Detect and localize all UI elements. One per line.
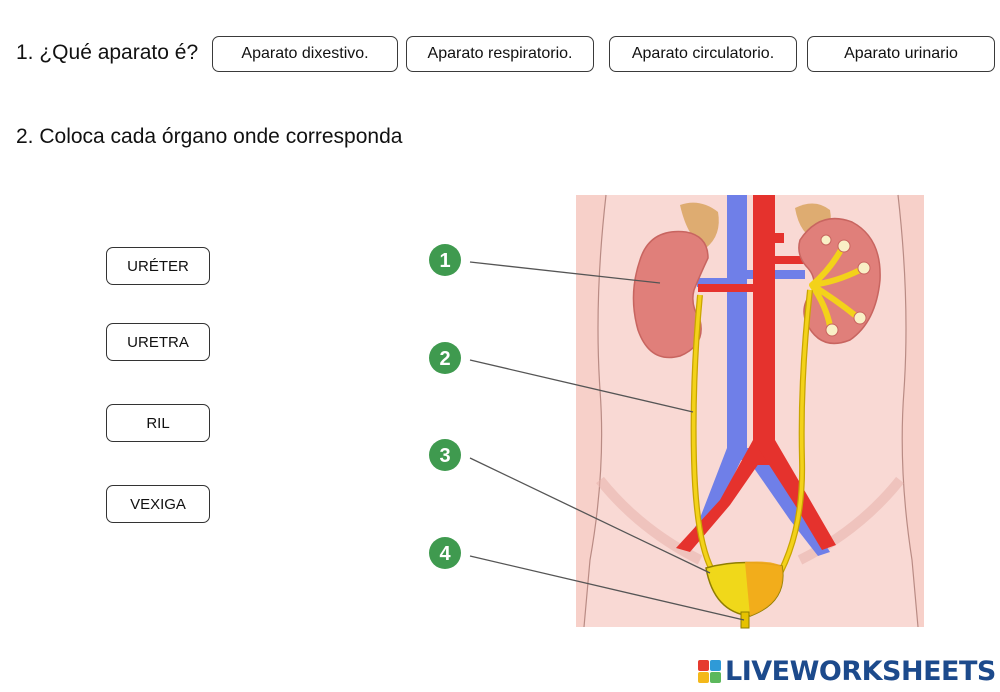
- urethra: [740, 611, 750, 629]
- question-1-label: 1. ¿Qué aparato é?: [16, 41, 199, 64]
- leader-line-1: [469, 261, 661, 284]
- svg-text:4: 4: [439, 543, 451, 565]
- liveworksheets-logo-icon: [698, 659, 721, 683]
- question-2-label: 2. Coloca cada órgano onde corresponda: [16, 125, 403, 148]
- option-digestive-button[interactable]: Aparato dixestivo.: [212, 36, 398, 72]
- option-respiratory-button[interactable]: Aparato respiratorio.: [406, 36, 594, 72]
- vena-cava: [688, 195, 830, 556]
- drag-label-uretra[interactable]: URETRA: [106, 323, 210, 361]
- left-kidney: [632, 230, 709, 359]
- drag-label-vexiga[interactable]: VEXIGA: [106, 485, 210, 523]
- option-urinary-button[interactable]: Aparato urinario: [807, 36, 995, 72]
- leader-line-2: [469, 359, 694, 413]
- leader-line-4: [469, 555, 745, 621]
- bladder: [705, 561, 784, 617]
- right-kidney: [798, 217, 881, 345]
- leader-line-3: [469, 457, 711, 574]
- svg-text:2: 2: [439, 348, 450, 370]
- option-circulatory-button[interactable]: Aparato circulatorio.: [609, 36, 797, 72]
- brand-name: LIVEWORKSHEETS: [725, 655, 996, 687]
- marker-2: 2: [429, 342, 461, 374]
- marker-4: 4: [429, 537, 461, 569]
- liveworksheets-logo: LIVEWORKSHEETS: [698, 654, 996, 688]
- svg-text:1: 1: [439, 250, 450, 272]
- drag-label-ril[interactable]: RIL: [106, 404, 210, 442]
- left-adrenal-gland: [680, 202, 719, 248]
- drag-label-ureter[interactable]: URÉTER: [106, 247, 210, 285]
- marker-1: 1: [429, 244, 461, 276]
- marker-3: 3: [429, 439, 461, 471]
- svg-text:3: 3: [439, 445, 450, 467]
